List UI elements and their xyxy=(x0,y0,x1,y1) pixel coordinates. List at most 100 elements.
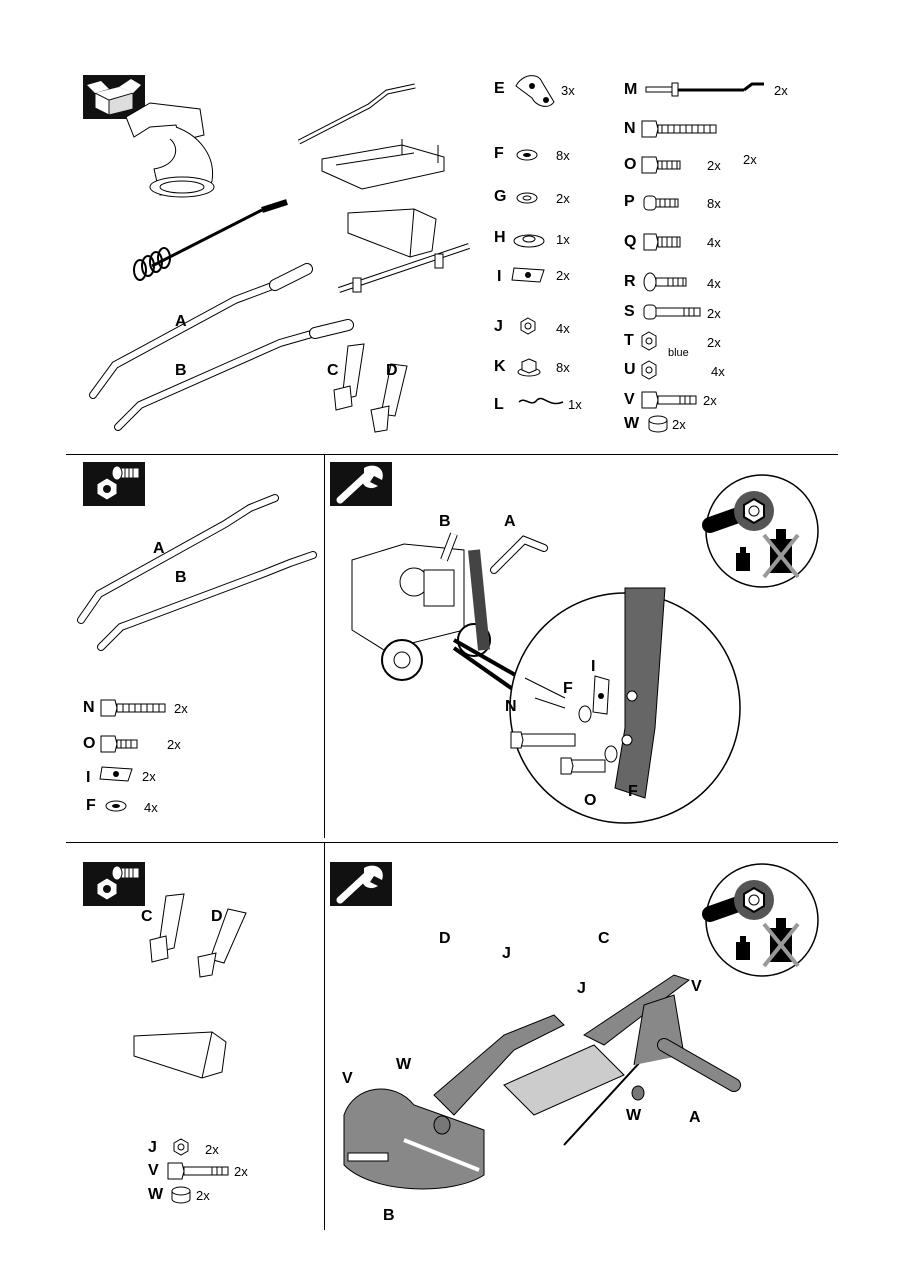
hw-v-qty: 2x xyxy=(703,393,717,408)
s2-label-a: A xyxy=(153,540,165,557)
hw-o-letter: O xyxy=(624,156,637,173)
hw-j-qty: 4x xyxy=(556,321,570,336)
snowthrower-assembly-illustration xyxy=(351,532,548,692)
hw-n-qty: 2x xyxy=(743,152,757,167)
hw-i-letter: I xyxy=(497,268,502,285)
magnified-detail-illustration xyxy=(509,587,741,824)
s3-label-b-right: B xyxy=(383,1207,395,1224)
s3-label-c-right: C xyxy=(598,930,610,947)
handle-b-small xyxy=(97,551,317,651)
s3-label-v2: V xyxy=(342,1070,353,1087)
hw-f-letter: F xyxy=(494,145,504,162)
s2-hw-n-qty: 2x xyxy=(174,701,188,716)
s2-hw-i-letter: I xyxy=(86,769,91,786)
s3-label-j2: J xyxy=(577,980,586,997)
s3-hw-v-qty: 2x xyxy=(234,1164,248,1179)
s3-label-d-right: D xyxy=(439,930,451,947)
hw-h-icon xyxy=(513,234,545,248)
s3-hw-v-letter: V xyxy=(148,1162,159,1179)
cover-illustration xyxy=(347,208,437,258)
hw-s-letter: S xyxy=(624,303,635,320)
nut-bolt-icon-2 xyxy=(83,862,145,906)
s2-label-a-right: A xyxy=(504,513,516,530)
hw-f-icon xyxy=(516,149,538,161)
s3-label-j1: J xyxy=(502,945,511,962)
hw-n-icon xyxy=(641,120,717,138)
s2-label-i: I xyxy=(591,658,596,675)
hw-j-icon xyxy=(520,317,536,335)
s3-hw-j-qty: 2x xyxy=(205,1142,219,1157)
hw-w-letter: W xyxy=(624,415,640,432)
hw-o-qty: 2x xyxy=(707,158,721,173)
column-divider-3 xyxy=(324,842,325,1230)
hw-m-letter: M xyxy=(624,81,638,98)
s3-hw-w-qty: 2x xyxy=(196,1188,210,1203)
open-box-icon xyxy=(83,75,145,119)
hw-m-icon xyxy=(645,82,764,97)
label-b: B xyxy=(175,362,187,379)
hw-g-icon xyxy=(516,192,538,204)
s2-label-f2: F xyxy=(628,783,638,800)
hw-t-qty: 2x xyxy=(707,335,721,350)
s3-label-v1: V xyxy=(691,978,702,995)
hw-j-letter: J xyxy=(494,318,503,335)
hw-g-letter: G xyxy=(494,188,507,205)
s2-hw-o-letter: O xyxy=(83,735,96,752)
hw-r-icon xyxy=(643,272,687,292)
hw-l-qty: 1x xyxy=(568,397,582,412)
torque-warning-icon-2 xyxy=(702,863,819,977)
s2-hw-n-letter: N xyxy=(83,699,95,716)
hw-s-qty: 2x xyxy=(707,306,721,321)
handle-b-illustration xyxy=(114,319,354,431)
s2-hw-f-icon xyxy=(105,800,127,812)
s2-label-b-right: B xyxy=(439,513,451,530)
nut-bolt-icon xyxy=(83,462,145,506)
s3-label-d: D xyxy=(211,908,223,925)
hw-p-qty: 8x xyxy=(707,196,721,211)
hw-r-letter: R xyxy=(624,273,636,290)
s2-hw-i-qty: 2x xyxy=(142,769,156,784)
s3-hw-w-letter: W xyxy=(148,1186,164,1203)
section-divider-1 xyxy=(66,454,838,455)
hw-f-qty: 8x xyxy=(556,148,570,163)
hw-v-icon xyxy=(641,391,697,409)
hw-v-letter: V xyxy=(624,391,635,408)
wrench-icon xyxy=(330,462,392,506)
tray-illustration xyxy=(321,139,445,190)
hw-q-icon xyxy=(643,233,681,251)
bracket-c-illustration xyxy=(333,343,365,411)
hw-u-icon xyxy=(641,360,657,380)
hw-h-letter: H xyxy=(494,229,506,246)
s3-label-w1: W xyxy=(396,1056,412,1073)
s2-hw-i-icon xyxy=(99,766,133,782)
hw-u-letter: U xyxy=(624,361,636,378)
hw-k-qty: 8x xyxy=(556,360,570,375)
bracket-d-illustration xyxy=(370,363,408,433)
s2-label-n: N xyxy=(505,698,517,715)
s3-label-c: C xyxy=(141,908,153,925)
hw-g-qty: 2x xyxy=(556,191,570,206)
hw-q-qty: 4x xyxy=(707,235,721,250)
hw-n-letter: N xyxy=(624,120,636,137)
s2-label-b: B xyxy=(175,569,187,586)
bracket-assembly-illustration xyxy=(343,974,741,1190)
bracket-d-small xyxy=(197,908,247,978)
hw-e-icon xyxy=(515,75,555,107)
hw-t-icon xyxy=(641,331,657,351)
s2-hw-o-qty: 2x xyxy=(167,737,181,752)
hw-k-letter: K xyxy=(494,358,506,375)
s3-hw-j-letter: J xyxy=(148,1139,157,1156)
column-divider-2 xyxy=(324,454,325,838)
upper-rod-illustration xyxy=(297,83,416,145)
hw-t-note: blue xyxy=(668,347,689,359)
cover-small-illustration xyxy=(133,1031,227,1079)
hw-m-qty: 2x xyxy=(774,83,788,98)
hw-p-letter: P xyxy=(624,193,635,210)
s2-label-o: O xyxy=(584,792,597,809)
s3-hw-j-icon xyxy=(173,1138,189,1156)
hw-e-letter: E xyxy=(494,80,505,97)
s3-label-w2: W xyxy=(626,1107,642,1124)
chute-illustration xyxy=(125,102,215,198)
s2-hw-o-icon xyxy=(100,735,138,753)
hw-i-qty: 2x xyxy=(556,268,570,283)
